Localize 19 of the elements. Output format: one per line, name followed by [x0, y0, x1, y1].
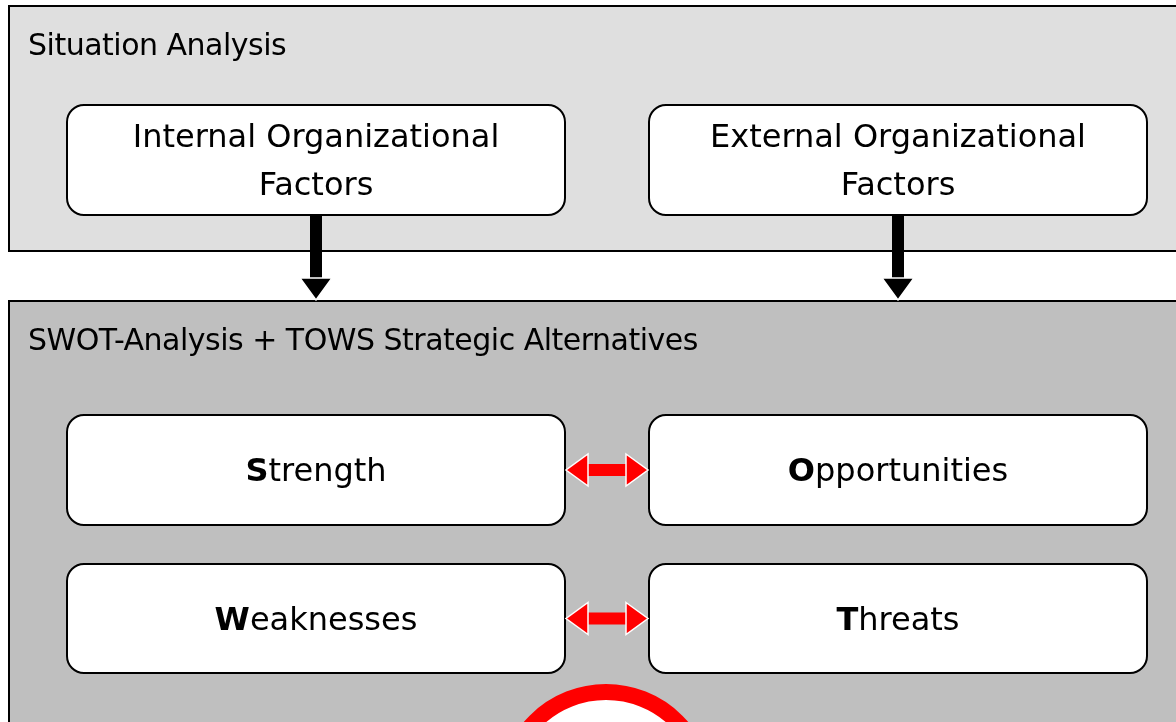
- rounded-box: [66, 104, 566, 216]
- arrow: [565, 601, 649, 636]
- arrow: [565, 453, 649, 487]
- rounded-box: [66, 414, 566, 526]
- box-label: Weaknesses: [213, 598, 419, 640]
- panel-title: Situation Analysis: [28, 27, 287, 62]
- rounded-box: [66, 563, 566, 674]
- panel-title: SWOT-Analysis + TOWS Strategic Alternatives: [28, 322, 698, 357]
- box-label: Strength: [244, 450, 388, 491]
- arrow: [881, 216, 915, 301]
- group-panel: [8, 5, 1176, 252]
- box-label: Internal Organizational Factors: [131, 116, 501, 205]
- rounded-box: [648, 104, 1148, 216]
- rounded-box: [648, 563, 1148, 674]
- box-label: External Organizational Factors: [709, 116, 1087, 205]
- arrow: [299, 216, 333, 301]
- box-label: Opportunities: [786, 450, 1010, 491]
- box-label: Threats: [835, 598, 961, 640]
- rounded-box: [648, 414, 1148, 526]
